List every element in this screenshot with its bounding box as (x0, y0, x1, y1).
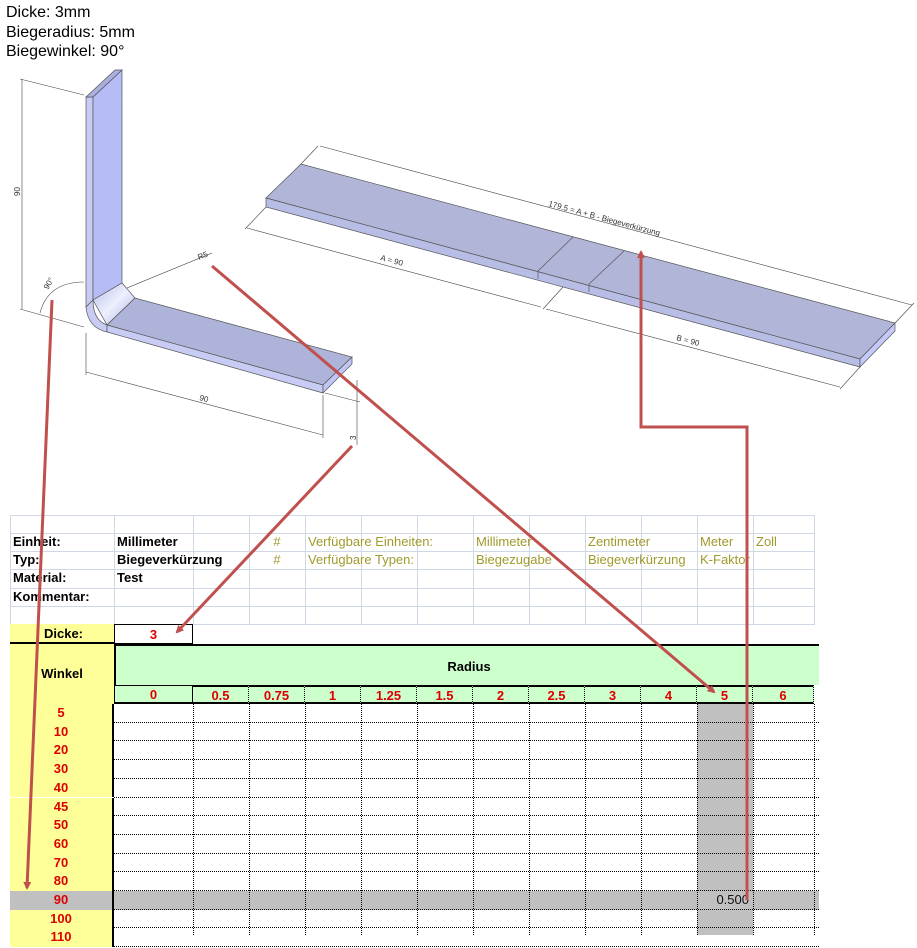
grid-line (114, 759, 819, 761)
grid-line (473, 515, 474, 625)
angle-value-40[interactable]: 40 (10, 778, 114, 798)
radius-value-5[interactable]: 5 (697, 685, 753, 704)
info-value[interactable]: Millimeter (117, 534, 178, 549)
angle-value-30[interactable]: 30 (10, 760, 114, 779)
radius-value-4[interactable]: 4 (641, 685, 697, 704)
grid-line (641, 515, 642, 625)
grid-line (114, 927, 819, 929)
grid-line (114, 871, 819, 873)
grid-line (114, 815, 819, 817)
grid-line (417, 704, 419, 935)
info-value[interactable]: Biegeverkürzung (117, 552, 223, 567)
grid-line (249, 704, 251, 935)
angle-value-60[interactable]: 60 (10, 834, 114, 854)
option-item[interactable]: Zoll (756, 534, 777, 549)
option-item[interactable]: Zentimeter (588, 534, 651, 549)
radius-value-0.5[interactable]: 0.5 (193, 685, 249, 704)
grid-line (114, 721, 819, 724)
info-value[interactable] (114, 588, 244, 606)
hash-marker: # (273, 552, 281, 567)
grid-line (417, 515, 418, 625)
result-value[interactable]: 0.500 (716, 892, 749, 907)
info-value[interactable]: Test (117, 570, 143, 585)
grid-line (305, 515, 306, 625)
option-item[interactable]: Millimeter (476, 534, 532, 549)
radius-value-2[interactable]: 2 (473, 685, 529, 704)
angle-value-70[interactable]: 70 (10, 853, 114, 873)
grid-line (193, 704, 195, 935)
grid-line (114, 852, 819, 855)
length-dimension: 90 (198, 393, 209, 404)
grid-line (753, 515, 754, 625)
radius-value-1[interactable]: 1 (305, 685, 361, 704)
option-item[interactable]: K-Faktor (700, 552, 750, 567)
grid-line (361, 515, 362, 625)
angle-value-80[interactable]: 80 (10, 872, 114, 891)
info-label: Typ: (13, 552, 40, 567)
available-label: Verfügbare Einheiten: (308, 534, 434, 549)
thickness-label: Dicke: (10, 624, 114, 644)
grid-line (114, 833, 819, 836)
grid-line (114, 777, 819, 780)
angle-value-90[interactable]: 90 (10, 891, 114, 910)
grid-line (585, 704, 587, 935)
grid-line (361, 704, 363, 935)
radius-value-6[interactable]: 6 (753, 685, 814, 704)
hash-marker: # (273, 534, 281, 549)
height-dimension: 90 (13, 187, 22, 196)
thickness-value[interactable]: 3 (114, 624, 193, 644)
radius-value-2.5[interactable]: 2.5 (529, 685, 585, 704)
radius-header: Radius (114, 644, 819, 685)
grid-line (529, 515, 530, 625)
grid-line (585, 515, 586, 625)
info-label: Kommentar: (13, 589, 90, 604)
grid-line (114, 515, 115, 625)
grid-line (10, 606, 814, 607)
vertical-plate-top (85, 69, 123, 98)
radius-value-0.75[interactable]: 0.75 (249, 685, 305, 704)
info-label: Material: (13, 570, 67, 585)
angle-header: Winkel (10, 644, 114, 704)
grid-line (10, 515, 814, 516)
radius-dimension: R5 (196, 249, 209, 261)
grid-line (473, 704, 475, 935)
angle-value-20[interactable]: 20 (10, 741, 114, 761)
available-label: Verfügbare Typen: (308, 552, 415, 567)
grid-line (753, 704, 755, 935)
radius-value-1.25[interactable]: 1.25 (361, 685, 417, 704)
angle-value-110[interactable]: 110 (10, 928, 114, 948)
radius-spec: Biegeradius: 5mm (6, 24, 135, 41)
angle-value-5[interactable]: 5 (10, 704, 114, 723)
grid-line (814, 515, 815, 625)
grid-line (114, 740, 819, 742)
grid-line (249, 515, 250, 625)
radius-value-0[interactable]: 0 (114, 685, 193, 704)
angle-value-50[interactable]: 50 (10, 816, 114, 835)
thickness-spec: Dicke: 3mm (6, 4, 91, 21)
grid-line (114, 890, 819, 892)
grid-line (641, 704, 643, 935)
angle-value-100[interactable]: 100 (10, 909, 114, 929)
grid-line (814, 704, 816, 935)
grid-line (114, 796, 819, 799)
grid-line (305, 704, 307, 935)
info-label: Einheit: (13, 534, 61, 549)
angle-value-10[interactable]: 10 (10, 722, 114, 742)
grid-line (10, 515, 11, 625)
angle-value-45[interactable]: 45 (10, 797, 114, 817)
radius-value-3[interactable]: 3 (585, 685, 641, 704)
grid-line (697, 515, 698, 625)
option-item[interactable]: Biegeverkürzung (588, 552, 686, 567)
flat-end-face (859, 322, 896, 368)
grid-line (529, 704, 531, 935)
angle-spec: Biegewinkel: 90° (6, 43, 125, 60)
grid-line (114, 908, 819, 911)
radius-value-1.5[interactable]: 1.5 (417, 685, 473, 704)
option-item[interactable]: Biegezugabe (476, 552, 552, 567)
